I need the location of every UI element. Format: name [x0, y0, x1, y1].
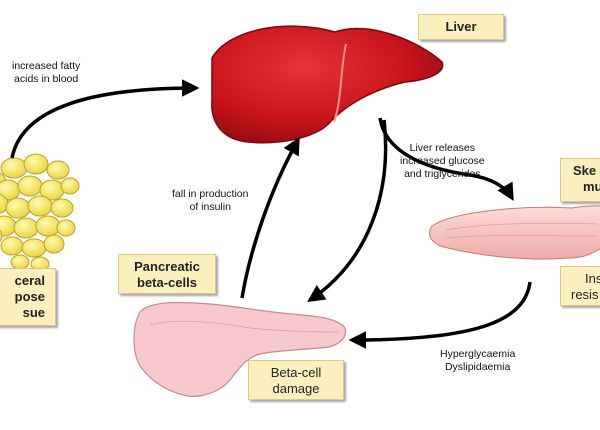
fat-cell — [60, 177, 80, 195]
note-hyperglycaemia: Hyperglycaemia Dyslipidaemia — [440, 348, 515, 374]
note-liver-releases-line-2: increased glucose — [400, 155, 485, 167]
beta-cell-damage-line-2: damage — [272, 381, 320, 396]
fat-cell — [50, 198, 74, 218]
arrow-pancreas-to-liver — [240, 136, 300, 299]
pancreatic-beta-cells-label: Pancreatic beta-cells — [118, 254, 216, 294]
insulin-resistance-line-2: resis — [571, 287, 599, 302]
fat-cell — [46, 160, 70, 180]
fat-cell — [0, 157, 28, 179]
liver-label-text: Liver — [445, 19, 477, 34]
visceral-adipose-label-line-1: ceral — [14, 273, 45, 288]
insulin-resistance-line-1: Ins — [585, 271, 600, 286]
skeletal-muscle-label: Ske mu — [560, 158, 600, 202]
beta-cell-damage-label: Beta-cell damage — [248, 360, 344, 400]
fat-cell — [10, 254, 30, 270]
skeletal-muscle — [429, 205, 600, 260]
fat-cell — [0, 215, 17, 237]
visceral-adipose-tissue — [0, 153, 80, 272]
note-fatty-acids: increased fatty acids in blood — [12, 60, 80, 86]
note-fatty-acids-line-1: increased fatty — [12, 60, 81, 72]
fat-cell — [17, 175, 43, 197]
insulin-resistance-label: Ins resis — [560, 266, 600, 306]
fat-cell — [23, 153, 49, 175]
skeletal-muscle-label-line-1: Ske — [573, 163, 597, 178]
note-fatty-acids-line-2: acids in blood — [14, 73, 79, 85]
pancreatic-beta-cells-line-2: beta-cells — [137, 275, 197, 290]
skeletal-muscle-label-line-2: mu — [583, 179, 600, 194]
beta-cell-damage-line-1: Beta-cell — [270, 365, 322, 380]
liver-label: Liver — [418, 14, 504, 40]
note-liver-releases: Liver releases increased glucose and tri… — [400, 142, 485, 181]
fat-cell — [21, 238, 47, 258]
fat-cell — [5, 197, 31, 219]
note-fall-insulin: fall in production of insulin — [172, 188, 248, 214]
note-liver-releases-line-1: Liver releases — [409, 142, 475, 154]
arrow-muscle-to-pancreas — [348, 281, 532, 349]
visceral-adipose-label-line-3: sue — [22, 305, 45, 320]
fat-cell — [35, 215, 61, 237]
pancreatic-beta-cells-line-1: Pancreatic — [134, 259, 200, 274]
note-fall-insulin-line-2: of insulin — [189, 201, 231, 213]
arrow-liver-to-pancreas — [307, 119, 388, 302]
fat-cell — [13, 217, 39, 239]
fat-cell — [43, 234, 65, 254]
note-liver-releases-line-3: and triglycerides — [404, 168, 481, 180]
fat-cell — [0, 236, 24, 256]
liver-organ — [211, 25, 444, 144]
fat-cell — [56, 219, 76, 237]
note-hyperglycaemia-line-1: Hyperglycaemia — [440, 348, 516, 360]
fat-cell — [27, 195, 53, 217]
arrow-fatty-acids-to-liver — [10, 79, 200, 159]
note-hyperglycaemia-line-2: Dyslipidaemia — [444, 361, 511, 373]
visceral-adipose-label-line-2: pose — [14, 289, 45, 304]
arrow-liver-to-muscle — [378, 117, 514, 202]
note-fall-insulin-line-1: fall in production — [172, 188, 249, 200]
visceral-adipose-label: ceral pose sue — [0, 268, 56, 326]
fat-cell — [0, 229, 3, 243]
pancreas — [133, 301, 346, 397]
